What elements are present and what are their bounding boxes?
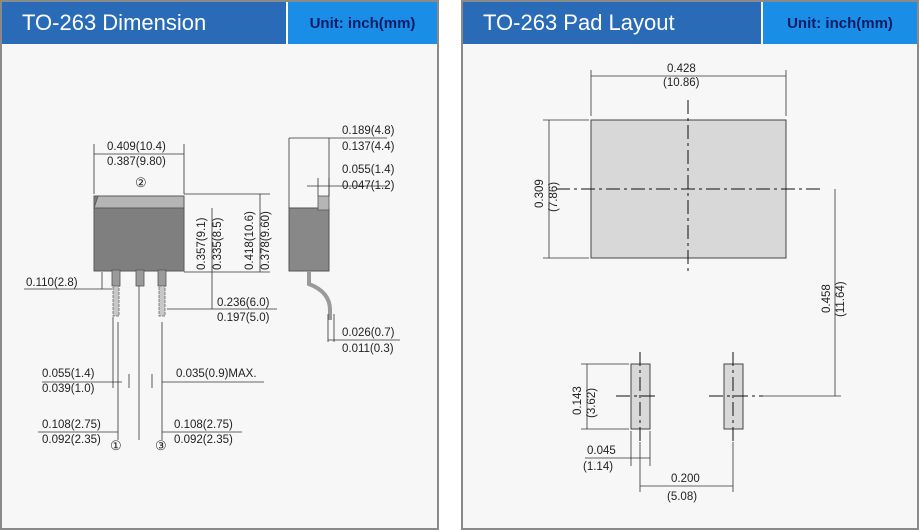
label-pitch-mm: (5.08) xyxy=(667,491,697,503)
label-thickness-max: 0.189(4.8) xyxy=(342,125,395,137)
label-lead-length-min: 0.197(5.0) xyxy=(217,312,270,324)
label-pitch-right-max: 0.108(2.75) xyxy=(174,419,233,431)
label-lead-thk-max: 0.026(0.7) xyxy=(342,327,395,339)
label-tab-height: 0.357(9.1) xyxy=(196,217,208,270)
label-pitch-right-min: 0.092(2.35) xyxy=(174,434,233,446)
label-span-mm: (11.64) xyxy=(835,281,847,317)
dimension-unit-label: Unit: inch(mm) xyxy=(286,2,437,44)
label-small-pad-width-in: 0.045 xyxy=(587,445,616,457)
label-small-pad-height-in: 0.143 xyxy=(572,386,584,415)
label-tab-height-min: 0.335(8.5) xyxy=(212,217,224,270)
dimension-panel: TO-263 Dimension Unit: inch(mm) xyxy=(0,0,439,530)
label-pad-width-in: 0.428 xyxy=(667,63,696,75)
label-width-min: 0.387(9.80) xyxy=(107,156,166,168)
label-standoff: 0.110(2.8) xyxy=(26,277,78,289)
label-pitch-in: 0.200 xyxy=(671,473,700,485)
pad-layout-header: TO-263 Pad Layout Unit: inch(mm) xyxy=(463,2,917,44)
label-lead-thickness: 0.035(0.9)MAX. xyxy=(176,368,257,380)
label-tab-thickness-max: 0.055(1.4) xyxy=(342,164,395,176)
label-lead-thk-min: 0.011(0.3) xyxy=(342,343,394,355)
label-span-in: 0.458 xyxy=(821,284,833,313)
pad-layout-title: TO-263 Pad Layout xyxy=(463,2,761,44)
package-side-view xyxy=(288,195,332,320)
pad-layout-unit-label: Unit: inch(mm) xyxy=(761,2,917,44)
pin2-marker: ② xyxy=(135,175,147,190)
label-small-pad-width-mm: (1.14) xyxy=(583,461,613,473)
pad-layout-drawing: 0.428 (10.86) 0.309 (7.86) 0.458 (11.64)… xyxy=(534,63,847,503)
package-dimension-drawing: 0.409(10.4) 0.387(9.80) ② 0.357(9.1) 0.3… xyxy=(24,125,400,453)
label-pitch-left-min: 0.092(2.35) xyxy=(42,434,101,446)
dimension-title: TO-263 Dimension xyxy=(2,2,286,44)
label-lead-length-max: 0.236(6.0) xyxy=(217,297,270,309)
dimension-header: TO-263 Dimension Unit: inch(mm) xyxy=(2,2,437,44)
label-small-pad-height-mm: (3.62) xyxy=(586,388,598,418)
label-width-max: 0.409(10.4) xyxy=(107,141,166,153)
label-thickness-min: 0.137(4.4) xyxy=(342,141,395,153)
label-lead-width-min: 0.039(1.0) xyxy=(42,383,95,395)
package-front-view xyxy=(93,195,185,317)
label-tab-thickness-min: 0.047(1.2) xyxy=(342,180,395,192)
label-body-height-min: 0.378(9.60) xyxy=(260,211,272,270)
label-pad-height-mm: (7.86) xyxy=(548,182,560,212)
label-pitch-left-max: 0.108(2.75) xyxy=(42,419,101,431)
label-lead-width-max: 0.055(1.4) xyxy=(42,368,95,380)
pin1-marker: ① xyxy=(110,438,122,453)
label-body-height-max: 0.418(10.6) xyxy=(244,211,256,270)
pad-layout-panel: TO-263 Pad Layout Unit: inch(mm) xyxy=(461,0,919,530)
label-pad-width-mm: (10.86) xyxy=(663,77,700,89)
label-pad-height-in: 0.309 xyxy=(534,179,546,208)
pin3-marker: ③ xyxy=(155,438,167,453)
